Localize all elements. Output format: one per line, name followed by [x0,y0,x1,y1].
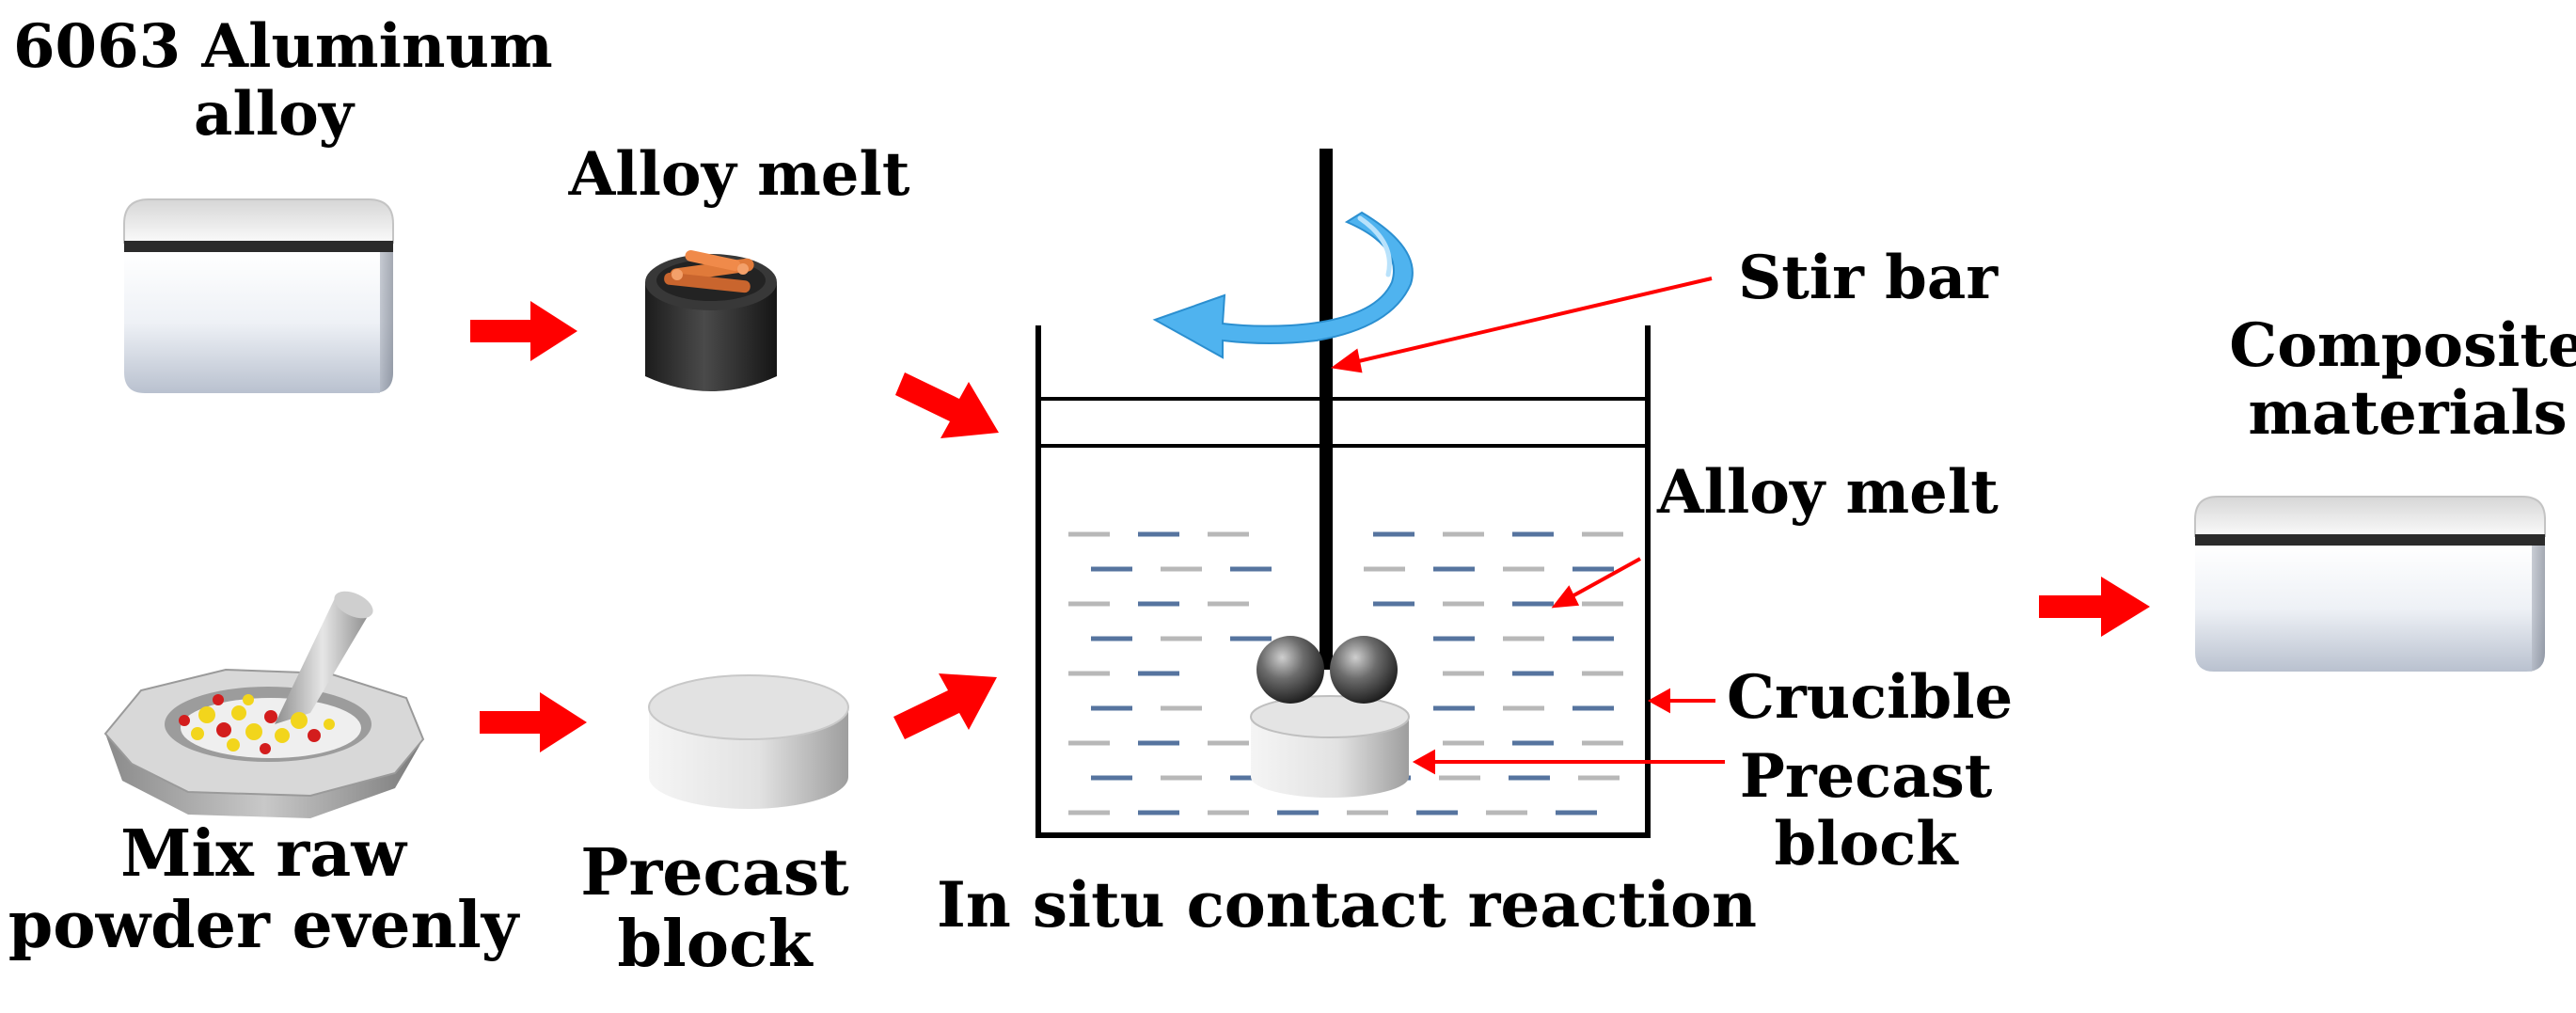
label-in-situ-reaction: In situ contact reaction [937,868,1757,942]
label-composite-materials: Composite materials [2229,312,2576,447]
precast-block-in-crucible [1250,695,1410,798]
label-precast-right-line1: Precast [1739,741,1993,812]
aluminum-ingot-icon [123,198,394,393]
pointer-alloy-melt [1568,557,1641,600]
label-composite-line2: materials [2248,377,2568,449]
melt-surface-dashes [1068,531,1623,815]
composite-ingot-icon [2194,496,2546,672]
label-alloy-melt-right: Alloy melt [1657,457,1999,528]
label-precast-right-line2: block [1774,808,1958,879]
pointer-stir-bar [1350,277,1713,365]
rotation-arrow-icon [1152,211,1414,359]
process-arrows [470,301,2150,752]
label-composite-line1: Composite [2229,310,2576,381]
stir-bar [1320,149,1333,670]
impeller-ball-left [1256,636,1324,704]
label-stir-bar: Stir bar [1738,243,1999,313]
melt-pot-icon [645,250,777,391]
label-precast-line2: block [617,907,813,983]
arrow-disc-to-crucible [893,673,997,739]
label-mix-raw-powder: Mix raw powder evenly [8,818,519,961]
precast-disc-icon [648,674,849,809]
label-precast-block-right: Precast block [1740,743,1993,878]
label-aluminum-line1: 6063 Aluminum [13,11,553,82]
label-aluminum-line2: alloy [194,78,354,150]
impeller-ball-right [1330,636,1398,704]
label-aluminum-alloy: 6063 Aluminum alloy [13,13,553,148]
label-precast-line1: Precast [580,835,849,910]
powder-particles [179,694,335,754]
arrow-melt-to-crucible [895,372,999,438]
label-mix-line1: Mix raw [120,816,406,892]
crucible [1035,149,1651,838]
arrow-to-composite [2039,577,2150,637]
label-crucible: Crucible [1727,662,2014,733]
label-precast-block: Precast block [580,837,848,980]
crucible-wall [1035,325,1651,838]
mortar-pestle-icon [103,591,425,818]
arrow-mortar-to-disc [480,692,587,752]
label-mix-line2: powder evenly [8,888,519,964]
arrow-ingot-to-melt [470,301,577,361]
label-alloy-melt-top: Alloy melt [568,139,910,210]
label-pointers [1330,277,1725,775]
